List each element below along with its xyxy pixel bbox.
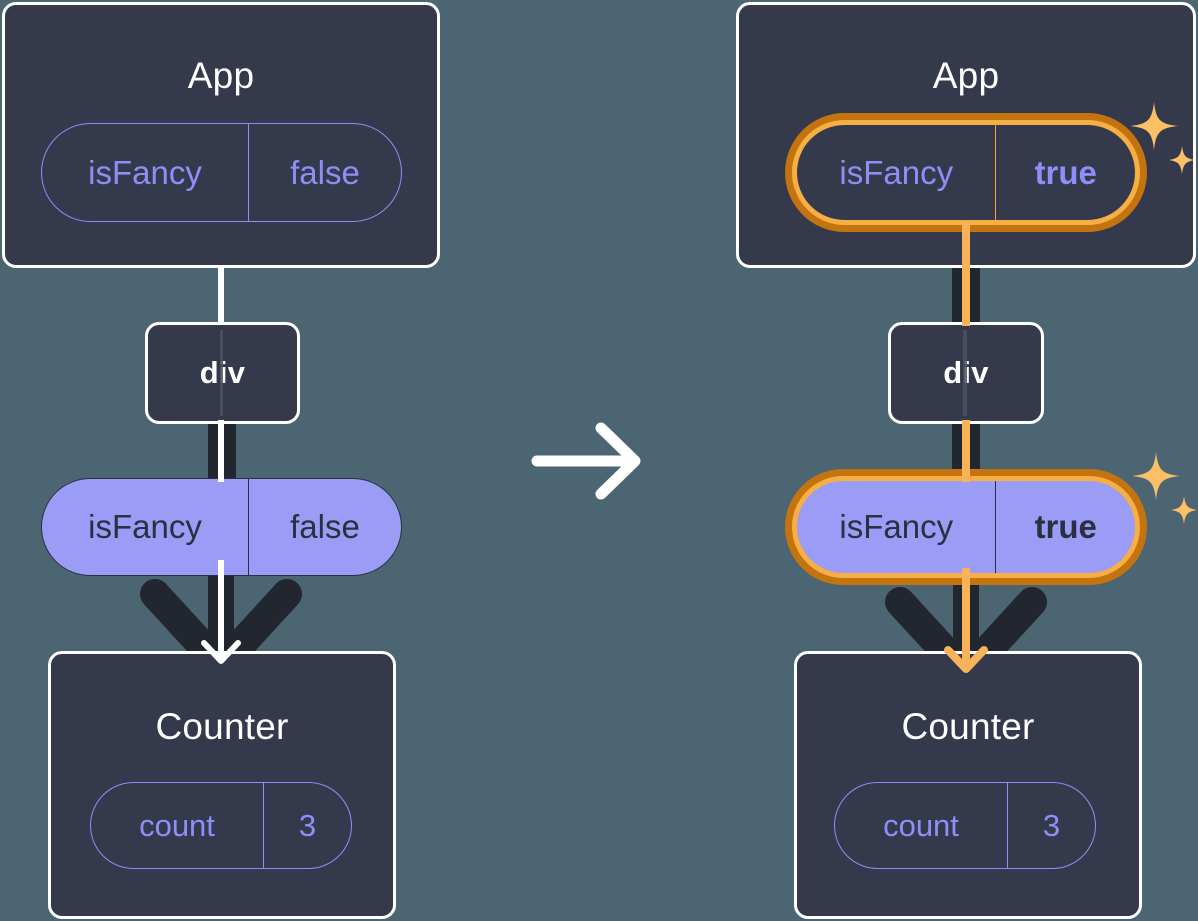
app-state-key-after: isFancy: [797, 125, 997, 220]
connector-div-to-prop-after: [962, 420, 970, 482]
prop-key-before: isFancy: [42, 479, 249, 575]
connector-line-div-to-prop-before: [218, 420, 224, 482]
prop-pill-before[interactable]: isFancy false: [41, 478, 402, 576]
connector-app-to-div-before: [218, 266, 224, 324]
app-state-key-before: isFancy: [42, 124, 249, 221]
counter-state-value-after: 3: [1042, 807, 1061, 843]
app-title-after: App: [932, 55, 1000, 96]
app-state-pill-before[interactable]: isFancy false: [41, 123, 402, 222]
render-arrow-after: [944, 568, 988, 673]
prop-pill-after-inner: isFancy true: [792, 476, 1140, 578]
counter-state-value-before: 3: [298, 807, 317, 843]
render-arrow-before: [201, 560, 241, 664]
prop-value-before: false: [290, 508, 360, 545]
app-state-pill-after[interactable]: isFancy true: [785, 113, 1147, 232]
counter-title-after: Counter: [901, 706, 1035, 747]
sparkle-prop-icon: [1132, 452, 1197, 524]
counter-state-pill-after[interactable]: count 3: [834, 782, 1096, 869]
connector-app-to-div-after: [962, 222, 970, 326]
arrow-right-icon: [531, 422, 641, 500]
counter-title-before: Counter: [155, 706, 289, 747]
prop-key-after: isFancy: [797, 481, 997, 573]
sparkle-app-state-icon: [1130, 102, 1195, 174]
app-state-value-after: true: [1034, 153, 1097, 191]
connector-through-div-before: [220, 330, 223, 416]
app-state-pill-after-inner: isFancy true: [792, 120, 1140, 225]
counter-state-key-before: count: [91, 783, 264, 868]
prop-value-after: true: [1034, 508, 1097, 545]
counter-state-pill-before[interactable]: count 3: [90, 782, 352, 869]
app-state-value-before: false: [290, 153, 360, 191]
counter-state-key-after: count: [835, 783, 1008, 868]
connector-through-div-after: [963, 330, 967, 416]
app-title-before: App: [187, 55, 255, 96]
prop-pill-after[interactable]: isFancy true: [785, 469, 1147, 585]
